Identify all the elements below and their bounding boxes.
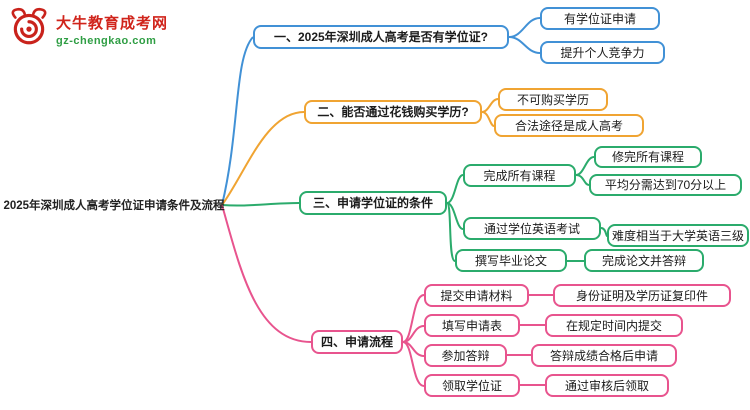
- leaf-cannot-buy: 不可购买学历: [498, 88, 608, 111]
- node-thesis: 撰写毕业论文: [455, 249, 567, 272]
- node-submit-materials: 提交申请材料: [424, 284, 529, 307]
- mindmap-root-label: 2025年深圳成人高考学位证申请条件及流程: [3, 200, 225, 212]
- leaf-competitiveness: 提升个人竞争力: [540, 41, 665, 64]
- node-defense: 参加答辩: [424, 344, 507, 367]
- node-complete-courses: 完成所有课程: [463, 164, 576, 187]
- bull-logo-icon: [8, 6, 50, 53]
- node-fill-form: 填写申请表: [424, 314, 520, 337]
- leaf-receive-after-review: 通过审核后领取: [545, 374, 669, 397]
- branch-node-conditions: 三、申请学位证的条件: [299, 191, 447, 215]
- site-name: 大牛教育成考网: [56, 15, 169, 32]
- node-receive-degree: 领取学位证: [424, 374, 520, 397]
- branch-node-buy-diploma: 二、能否通过花钱购买学历?: [304, 100, 482, 124]
- leaf-defense-pass: 答辩成绩合格后申请: [531, 344, 677, 367]
- leaf-average-70: 平均分需达到70分以上: [589, 174, 742, 196]
- site-logo: 大牛教育成考网 gz-chengkao.com: [8, 6, 168, 53]
- branch-node-has-degree: 一、2025年深圳成人高考是否有学位证?: [253, 25, 509, 49]
- leaf-id-copies: 身份证明及学历证复印件: [553, 284, 731, 307]
- leaf-submit-on-time: 在规定时间内提交: [545, 314, 683, 337]
- leaf-legal-route: 合法途径是成人高考: [494, 114, 644, 137]
- site-url[interactable]: gz-chengkao.com: [56, 35, 157, 47]
- node-english-exam: 通过学位英语考试: [463, 217, 601, 240]
- leaf-english-level3: 难度相当于大学英语三级: [607, 224, 749, 247]
- leaf-thesis-defense: 完成论文并答辩: [584, 249, 704, 272]
- leaf-degree-available: 有学位证申请: [540, 7, 660, 30]
- leaf-finish-courses: 修完所有课程: [594, 146, 702, 168]
- branch-node-process: 四、申请流程: [311, 330, 403, 354]
